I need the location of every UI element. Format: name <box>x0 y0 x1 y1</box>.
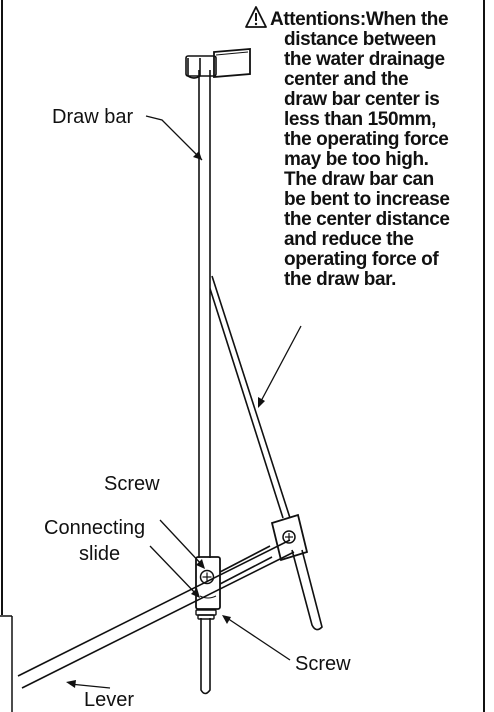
leader-lines <box>66 115 302 689</box>
attention-note: Attentions:When the distance between the… <box>245 6 450 290</box>
attention-line-8: may be too high. <box>284 149 429 170</box>
screw-bottom-label: Screw <box>295 653 351 675</box>
screw-top-label: Screw <box>104 473 160 495</box>
bent-bar-slide <box>270 513 309 562</box>
bottom-screw <box>195 609 217 620</box>
attention-line-7: the operating force <box>284 129 448 150</box>
attention-line-11: the center distance <box>284 209 450 230</box>
connecting-slide <box>195 556 221 610</box>
attention-line-1: Attentions:When the <box>270 9 448 30</box>
draw-bar-rod <box>198 70 211 695</box>
attention-line-4: center and the <box>284 69 408 90</box>
draw-bar-handle <box>185 48 251 79</box>
lever-rod <box>17 539 295 689</box>
attention-line-10: be bent to increase <box>284 189 450 210</box>
attention-line-9: The draw bar can <box>284 169 434 190</box>
lever-label: Lever <box>84 689 134 711</box>
attention-line-3: the water drainage <box>284 49 445 70</box>
attention-line-2: distance between <box>284 29 436 50</box>
warning-icon <box>245 6 267 28</box>
attention-line-12: and reduce the <box>284 229 414 250</box>
attention-line-13: operating force of <box>284 249 439 270</box>
lever-arm <box>219 545 273 585</box>
bent-draw-bar <box>205 275 323 631</box>
connecting-slide-label-line1: Connecting <box>44 517 145 539</box>
attention-line-5: draw bar center is <box>284 89 439 110</box>
attention-line-6: less than 150mm, <box>284 109 436 130</box>
draw-bar-label: Draw bar <box>52 106 133 128</box>
attention-line-14: the draw bar. <box>284 269 396 290</box>
connecting-slide-label-line2: slide <box>79 543 120 565</box>
